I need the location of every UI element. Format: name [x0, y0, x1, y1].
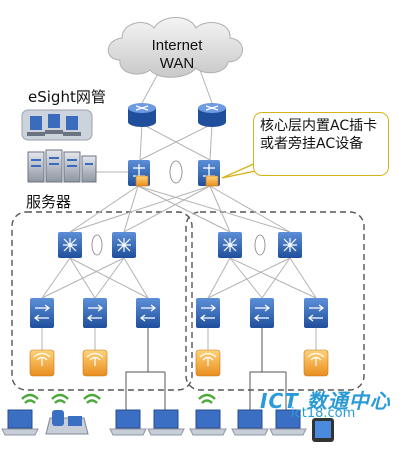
access-switch: [136, 298, 160, 328]
aggregation-switch: [58, 232, 82, 258]
ac-callout: 核心层内置AC插卡或者旁挂AC设备: [253, 112, 389, 176]
ac-card-icon: [205, 175, 219, 187]
access-point-icon: [303, 349, 329, 377]
servers-label: 服务器: [26, 193, 72, 211]
esight-workstations-icon: [21, 109, 93, 141]
aggregation-switch: [218, 232, 242, 258]
laptop-icon: [109, 409, 147, 436]
laptop-icon: [269, 409, 307, 436]
access-switch: [83, 298, 107, 328]
access-point-icon: [29, 349, 55, 377]
ac-card-icon: [135, 175, 149, 187]
stack-oval-agg-right: [254, 234, 266, 256]
access-switch: [196, 298, 220, 328]
client-wires: [125, 328, 287, 412]
links: [41, 69, 317, 350]
aggregation-switch: [278, 232, 302, 258]
ip-phone-icon: [45, 410, 89, 435]
cloud-line-2: WAN: [160, 55, 194, 72]
core-switch-right: [198, 160, 220, 187]
watermark-url: ict18.com: [291, 406, 356, 421]
group-box-left: [11, 211, 193, 391]
server-rack-icon: [27, 149, 97, 183]
laptop-icon: [1, 409, 39, 436]
internet-cloud: Internet WAN: [107, 17, 243, 78]
access-point-icon: [82, 349, 108, 377]
tablet-icon: [312, 418, 334, 442]
aggregation-switch: [112, 232, 136, 258]
access-switch: [304, 298, 328, 328]
stack-oval-agg-left: [91, 234, 103, 256]
group-box-right: [185, 211, 365, 391]
router-left: [128, 103, 156, 127]
wifi-signal-icon: [21, 393, 216, 404]
laptop-icon: [189, 409, 227, 436]
access-switch: [30, 298, 54, 328]
callout-pointer: [221, 161, 261, 179]
watermark-name: ICT 数通中心: [260, 389, 391, 413]
stack-oval-core: [169, 160, 183, 184]
access-point-icon: [195, 349, 221, 377]
router-right: [198, 103, 226, 127]
core-switch-left: [128, 160, 150, 187]
access-switch: [250, 298, 274, 328]
esight-label: eSight网管: [28, 88, 106, 106]
laptop-icon: [231, 409, 269, 436]
cloud-line-1: Internet: [152, 37, 204, 54]
laptop-icon: [147, 409, 185, 436]
